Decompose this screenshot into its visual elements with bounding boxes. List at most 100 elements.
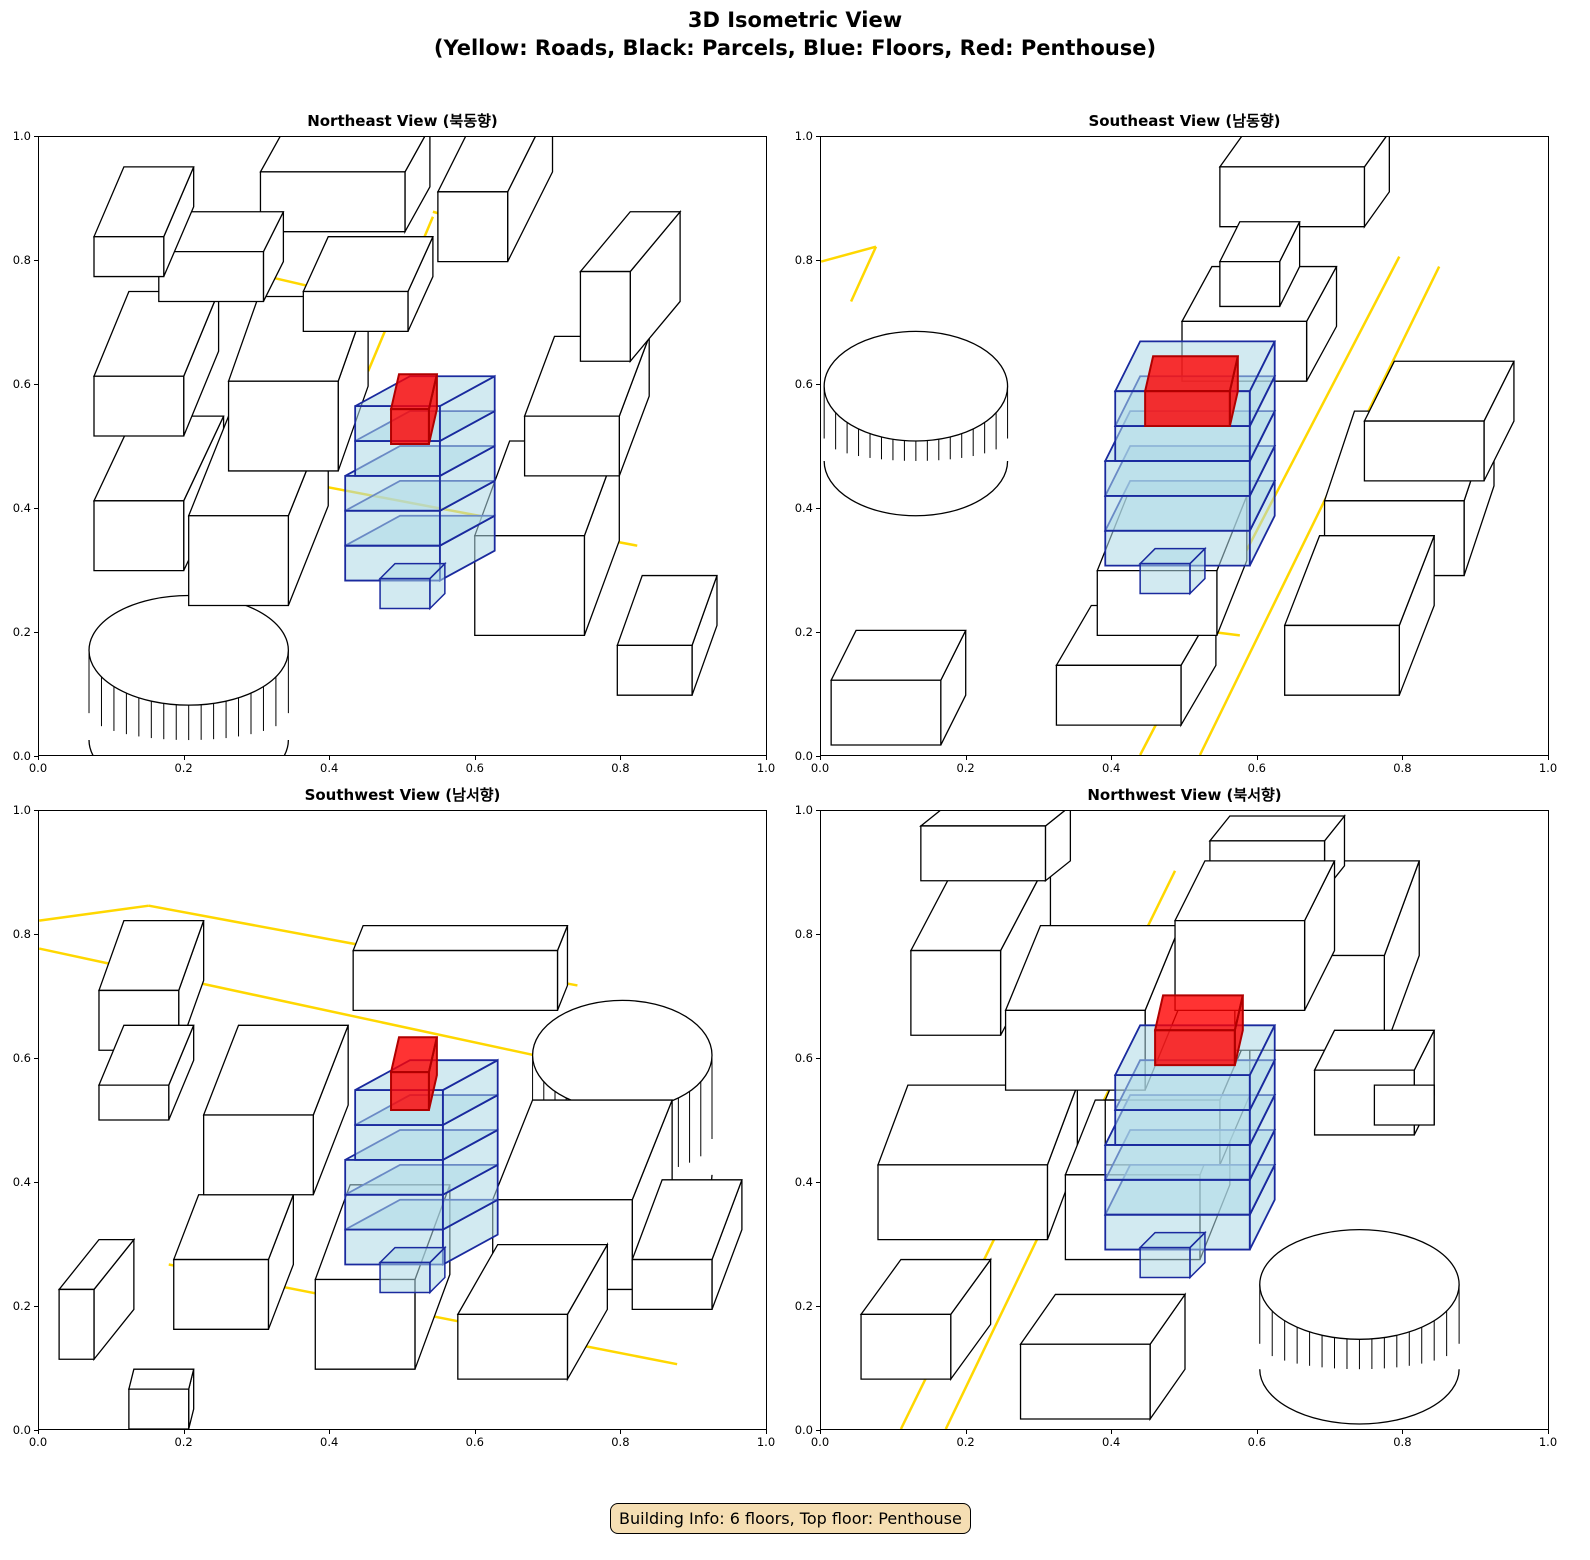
- cylindrical-building: [1259, 1228, 1460, 1425]
- x-tick-mark: [183, 756, 185, 760]
- front-face: [158, 250, 265, 303]
- y-tick-label: 0.2: [12, 625, 31, 639]
- front-face: [1114, 425, 1251, 462]
- y-tick-mark: [816, 508, 820, 509]
- parcel-building: [98, 1024, 195, 1121]
- y-tick-label: 0.8: [794, 253, 813, 267]
- x-tick-label: 0.4: [1102, 1435, 1121, 1449]
- parcel-building: [1173, 860, 1336, 1012]
- front-face: [259, 171, 406, 233]
- front-face: [352, 949, 559, 1012]
- front-face: [1174, 919, 1306, 1012]
- x-tick-label: 0.0: [810, 761, 830, 775]
- parcel-building: [436, 137, 554, 263]
- top-face: [919, 811, 1066, 827]
- scene: [821, 137, 1515, 755]
- x-tick-label: 0.4: [320, 1435, 339, 1449]
- y-tick-mark: [34, 260, 38, 261]
- x-tick-mark: [766, 756, 767, 760]
- x-tick-mark: [1548, 1430, 1549, 1434]
- front-face: [390, 408, 430, 446]
- parcel-building: [128, 1368, 195, 1429]
- front-face: [1104, 494, 1251, 532]
- cylindrical-building: [823, 330, 1009, 517]
- front-face: [457, 1313, 569, 1380]
- top-face: [259, 137, 426, 173]
- floor-annex: [1138, 1230, 1207, 1280]
- front-face: [344, 509, 441, 547]
- x-tick-label: 0.0: [28, 1435, 48, 1449]
- parcel-building: [579, 209, 682, 364]
- parcel-building: [919, 811, 1072, 883]
- top-face: [1143, 355, 1240, 393]
- parcel-building: [1363, 360, 1515, 482]
- y-tick-mark: [816, 934, 820, 935]
- front-face: [390, 1071, 430, 1112]
- view-axes-3: [820, 810, 1549, 1430]
- x-tick-label: 0.2: [956, 1435, 975, 1449]
- y-tick-label: 0.4: [12, 501, 31, 515]
- front-face: [1139, 1246, 1191, 1279]
- y-tick-mark: [34, 1182, 38, 1183]
- x-tick-mark: [474, 1430, 476, 1434]
- y-tick-label: 0.4: [12, 1175, 31, 1189]
- y-tick-label: 0.4: [794, 501, 813, 515]
- floor-annex: [378, 561, 447, 611]
- y-tick-label: 0.6: [794, 377, 813, 391]
- front-face: [93, 500, 185, 572]
- parcel-building: [1218, 221, 1301, 308]
- view-axes-1: [820, 136, 1549, 756]
- x-tick-label: 0.2: [174, 1435, 193, 1449]
- top-face: [1313, 1029, 1436, 1071]
- x-tick-label: 0.6: [1247, 1435, 1266, 1449]
- x-tick-mark: [329, 756, 331, 760]
- x-tick-label: 0.2: [174, 761, 193, 775]
- x-tick-label: 0.8: [611, 1435, 630, 1449]
- y-tick-mark: [816, 1430, 820, 1431]
- y-tick-mark: [34, 384, 38, 385]
- front-face: [474, 535, 586, 637]
- front-face: [1104, 1144, 1251, 1181]
- y-tick-mark: [34, 136, 38, 137]
- x-tick-mark: [38, 756, 39, 760]
- front-face: [437, 191, 509, 263]
- y-tick-mark: [34, 632, 38, 633]
- floor-annex: [1138, 546, 1207, 596]
- cylinder-top: [88, 594, 290, 706]
- view-axes-0: [38, 136, 767, 756]
- parcel-building: [57, 1237, 136, 1362]
- y-tick-mark: [816, 136, 820, 137]
- parcel-building: [302, 236, 434, 333]
- y-tick-mark: [816, 1058, 820, 1059]
- x-tick-label: 1.0: [1538, 1435, 1558, 1449]
- front-face: [1144, 390, 1231, 428]
- parcel-building: [202, 1024, 350, 1196]
- front-face: [920, 825, 1047, 882]
- x-tick-mark: [620, 1430, 622, 1434]
- penthouse: [389, 1036, 439, 1112]
- front-face: [93, 375, 185, 437]
- top-face: [1218, 137, 1387, 168]
- panel-title: Northwest View (북서향): [1087, 786, 1282, 804]
- y-tick-mark: [34, 508, 38, 509]
- parcel-building: [227, 295, 370, 472]
- parcel-building: [259, 137, 431, 235]
- parcel-building: [877, 1084, 1079, 1241]
- front-face: [860, 1313, 952, 1380]
- panel-title: Southwest View (남서향): [304, 786, 501, 804]
- front-face: [379, 1261, 431, 1294]
- top-face: [128, 1368, 195, 1390]
- y-tick-label: 0.0: [794, 1423, 813, 1437]
- figure-title-line1: 3D Isometric View: [687, 8, 903, 32]
- front-face: [1114, 1109, 1251, 1146]
- front-face: [1104, 460, 1251, 497]
- front-face: [1114, 1074, 1251, 1111]
- figure-title: 3D Isometric View (Yellow: Roads, Black:…: [0, 6, 1590, 62]
- front-face: [354, 440, 441, 477]
- y-tick-label: 0.2: [12, 1299, 31, 1313]
- parcel-building: [616, 574, 718, 696]
- front-face: [344, 1193, 444, 1231]
- y-tick-label: 0.0: [794, 749, 813, 763]
- y-tick-mark: [816, 756, 820, 757]
- x-tick-mark: [766, 1430, 767, 1434]
